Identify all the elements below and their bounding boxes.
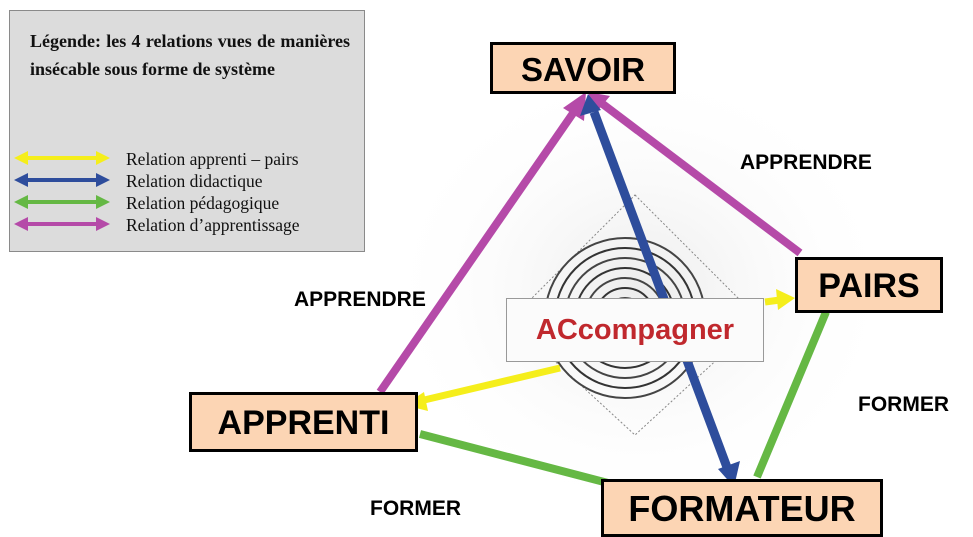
legend-label: Relation d’apprentissage — [126, 215, 300, 235]
relation-apprenti-pairs-right — [764, 289, 795, 310]
center-label-accompagner: ACcompagner — [506, 298, 764, 362]
legend-label: Relation pédagogique — [126, 193, 280, 213]
legend-box: Légende: les 4 relations vues de manière… — [9, 10, 365, 252]
legend-item-apprenti-pairs: Relation apprenti – pairs — [14, 148, 364, 170]
relation-pedagogique-right — [753, 310, 830, 479]
green-double-arrow-icon — [14, 195, 110, 209]
magenta-double-arrow-icon — [14, 217, 110, 231]
legend-item-didactique: Relation didactique — [14, 170, 364, 192]
yellow-double-arrow-icon — [14, 151, 110, 165]
legend-item-pedagogique: Relation pédagogique — [14, 192, 364, 214]
relation-apprentissage-left — [376, 92, 586, 395]
relation-didactique — [580, 94, 740, 487]
legend-label: Relation apprenti – pairs — [126, 149, 299, 169]
legend-label: Relation didactique — [126, 171, 263, 191]
node-apprenti: APPRENTI — [189, 392, 418, 452]
legend-title: Légende: les 4 relations vues de manière… — [30, 31, 350, 79]
node-savoir: SAVOIR — [490, 42, 676, 94]
blue-double-arrow-icon — [14, 173, 110, 187]
node-pairs: PAIRS — [795, 257, 943, 313]
label-apprendre-left: APPRENDRE — [294, 288, 426, 311]
node-formateur: FORMATEUR — [601, 479, 883, 537]
label-former-right: FORMER — [858, 393, 949, 416]
label-apprendre-right: APPRENDRE — [740, 151, 872, 174]
relation-pedagogique-left — [418, 430, 610, 487]
label-former-bottom: FORMER — [370, 497, 461, 520]
legend-item-apprentissage: Relation d’apprentissage — [14, 214, 364, 236]
